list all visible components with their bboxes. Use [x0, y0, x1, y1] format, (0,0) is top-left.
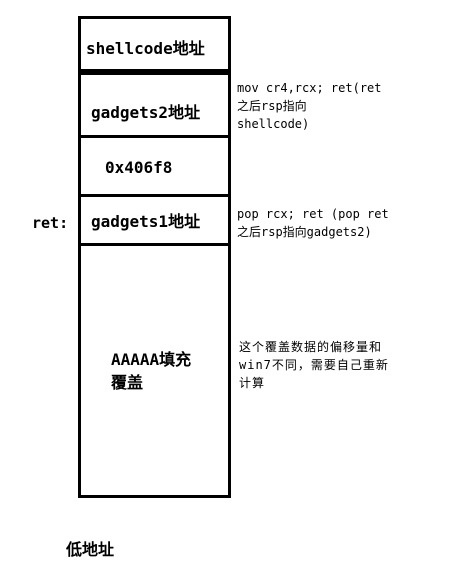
slot-label-gadgets2-address: gadgets2地址: [91, 103, 201, 122]
note-padding: 这个覆盖数据的偏移量和 win7不同，需要自己重新 计算: [239, 340, 389, 390]
low-address-label: 低地址: [66, 540, 115, 559]
ret-label: ret:: [32, 214, 69, 232]
note-gadgets1: pop rcx; ret (pop ret 之后rsp指向gadgets2): [237, 207, 389, 239]
note-gadgets2: mov cr4,rcx; ret(ret 之后rsp指向 shellcode): [237, 81, 382, 131]
stack-slot-gadgets1-address: gadgets1地址: [78, 194, 231, 246]
slot-label-shellcode-address: shellcode地址: [86, 39, 205, 58]
stack-slot-padding: AAAAA填充 覆盖: [78, 246, 231, 498]
slot-label-gadgets1-address: gadgets1地址: [91, 212, 201, 231]
stack-diagram: shellcode地址 gadgets2地址 0x406f8 gadgets1地…: [78, 16, 231, 498]
slot-label-padding: AAAAA填充 覆盖: [111, 350, 192, 392]
slot-label-0x406f8: 0x406f8: [105, 158, 173, 177]
stack-slot-gadgets2-address: gadgets2地址: [78, 72, 231, 138]
stack-slot-0x406f8: 0x406f8: [78, 138, 231, 194]
stack-slot-shellcode-address: shellcode地址: [78, 16, 231, 72]
